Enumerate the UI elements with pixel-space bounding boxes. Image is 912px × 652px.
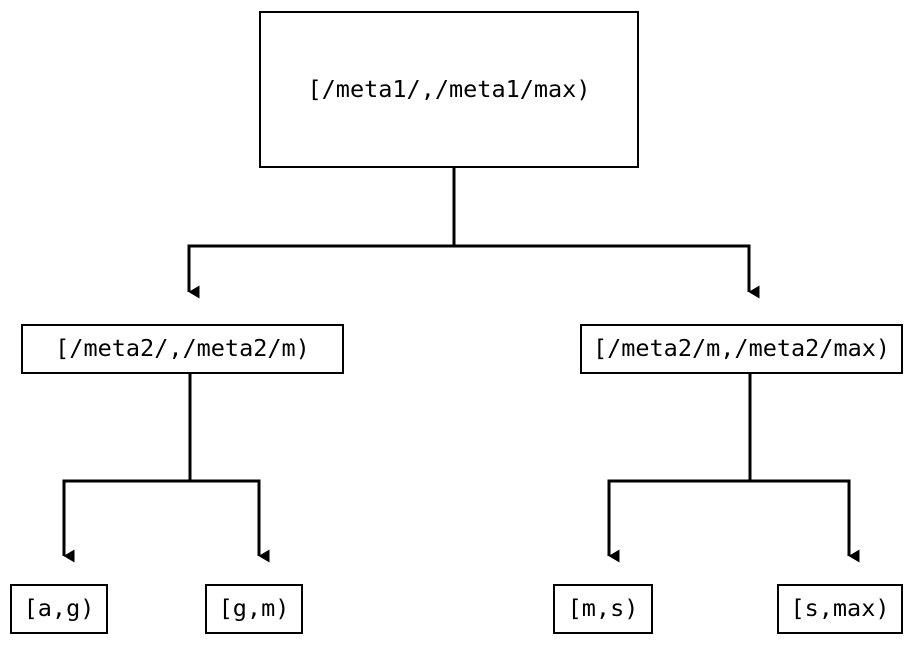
node-right-branch[interactable]: [/meta2/m,/meta2/max): [580, 324, 903, 374]
node-leaf-a-g-label: [a,g): [23, 594, 95, 623]
node-leaf-g-m-label: [g,m): [218, 594, 290, 623]
node-leaf-m-s-label: [m,s): [567, 594, 639, 623]
node-leaf-s-max[interactable]: [s,max): [777, 584, 903, 634]
edge-left-branch-to-leaves: [62, 374, 270, 563]
node-leaf-a-g[interactable]: [a,g): [10, 584, 108, 634]
node-root[interactable]: [/meta1/,/meta1/max): [259, 11, 639, 168]
edge-root-to-level1: [187, 168, 760, 299]
node-left-branch-label: [/meta2/,/meta2/m): [55, 334, 310, 363]
node-root-label: [/meta1/,/meta1/max): [307, 74, 591, 103]
node-leaf-g-m[interactable]: [g,m): [205, 584, 303, 634]
node-right-branch-label: [/meta2/m,/meta2/max): [592, 334, 891, 363]
node-leaf-m-s[interactable]: [m,s): [553, 584, 653, 634]
node-leaf-s-max-label: [s,max): [790, 594, 890, 623]
edge-right-branch-to-leaves: [607, 374, 860, 563]
node-left-branch[interactable]: [/meta2/,/meta2/m): [21, 324, 344, 374]
